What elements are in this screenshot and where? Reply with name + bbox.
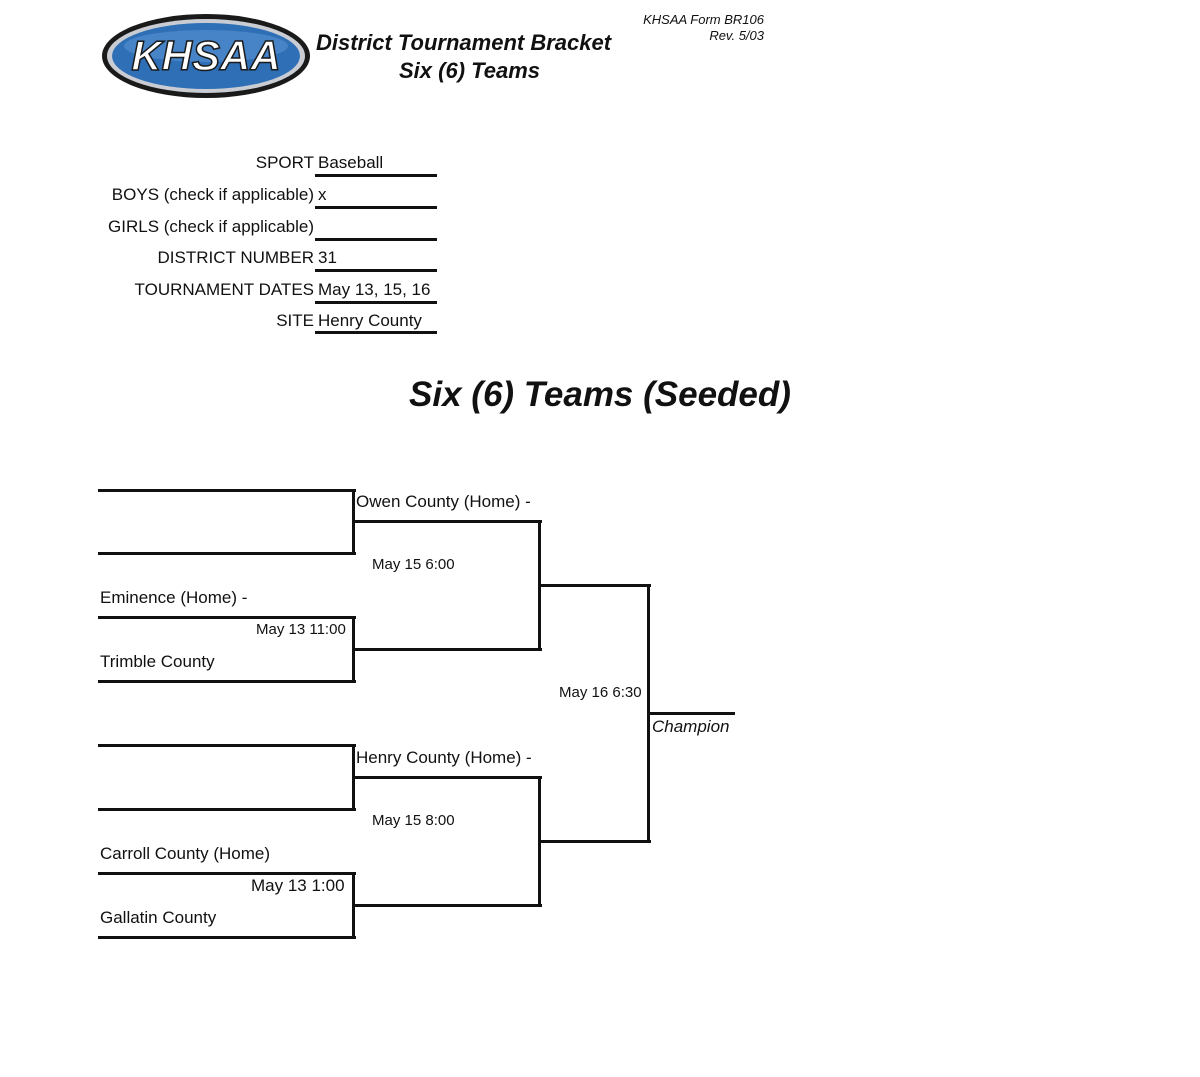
form-revision: Rev. 5/03 (709, 28, 764, 43)
form-reference: KHSAA Form BR106 (643, 12, 764, 27)
final-time: May 16 6:30 (559, 684, 642, 701)
bye-slot-bottom-line (98, 744, 356, 747)
district-label: DISTRICT NUMBER (157, 248, 314, 267)
game1-time: May 13 11:00 (256, 621, 346, 638)
dates-label: TOURNAMENT DATES (134, 280, 314, 299)
sport-label: SPORT (255, 153, 314, 172)
girls-underline (315, 238, 437, 241)
semi2-time: May 15 8:00 (372, 812, 455, 829)
bottom-bye-team: Henry County (Home) - (356, 748, 532, 767)
boys-underline (315, 206, 437, 209)
final-team2-line (538, 840, 651, 843)
site-value: Henry County (318, 311, 422, 330)
game2-time: May 13 1:00 (251, 876, 345, 895)
form-title: District Tournament Bracket (316, 30, 612, 55)
semi1-time: May 15 6:00 (372, 556, 455, 573)
sport-underline (315, 174, 437, 177)
dates-underline (315, 301, 437, 304)
champion-line (647, 712, 735, 715)
dates-value: May 13, 15, 16 (318, 280, 431, 299)
game1-team1: Eminence (Home) - (100, 588, 248, 607)
game1-team1-line (98, 616, 356, 619)
bye-slot-top-lower-line (98, 552, 356, 555)
khsaa-logo-image: KHSAA (102, 14, 310, 98)
game1-team2-line (98, 680, 356, 683)
site-label: SITE (276, 311, 314, 330)
logo-lettering: KHSAA (131, 32, 280, 79)
champion-label: Champion (652, 717, 730, 736)
khsaa-logo: KHSAA (100, 12, 312, 100)
game2-team1: Carroll County (Home) (100, 844, 271, 863)
boys-label: BOYS (check if applicable) (111, 185, 314, 204)
bracket-title: Six (6) Teams (Seeded) (409, 375, 791, 414)
top-bye-team: Owen County (Home) - (356, 492, 531, 511)
semi1-team1-line (352, 520, 542, 523)
game2-team2-line (98, 936, 356, 939)
game2-team1-line (98, 872, 356, 875)
semi2-team1-line (352, 776, 542, 779)
game2-team2: Gallatin County (100, 908, 217, 927)
girls-label: GIRLS (check if applicable) (108, 217, 314, 236)
semi1-team2-line (352, 648, 542, 651)
boys-value: x (318, 185, 327, 204)
bye-slot-top-line (98, 489, 356, 492)
semi2-team2-line (352, 904, 542, 907)
game1-team2: Trimble County (100, 652, 215, 671)
final-team1-line (538, 584, 651, 587)
bye-slot-bottom-lower-line (98, 808, 356, 811)
sport-value: Baseball (318, 153, 384, 172)
form-subtitle: Six (6) Teams (399, 58, 541, 83)
site-underline (315, 331, 437, 334)
district-underline (315, 269, 437, 272)
district-value: 31 (318, 248, 337, 267)
